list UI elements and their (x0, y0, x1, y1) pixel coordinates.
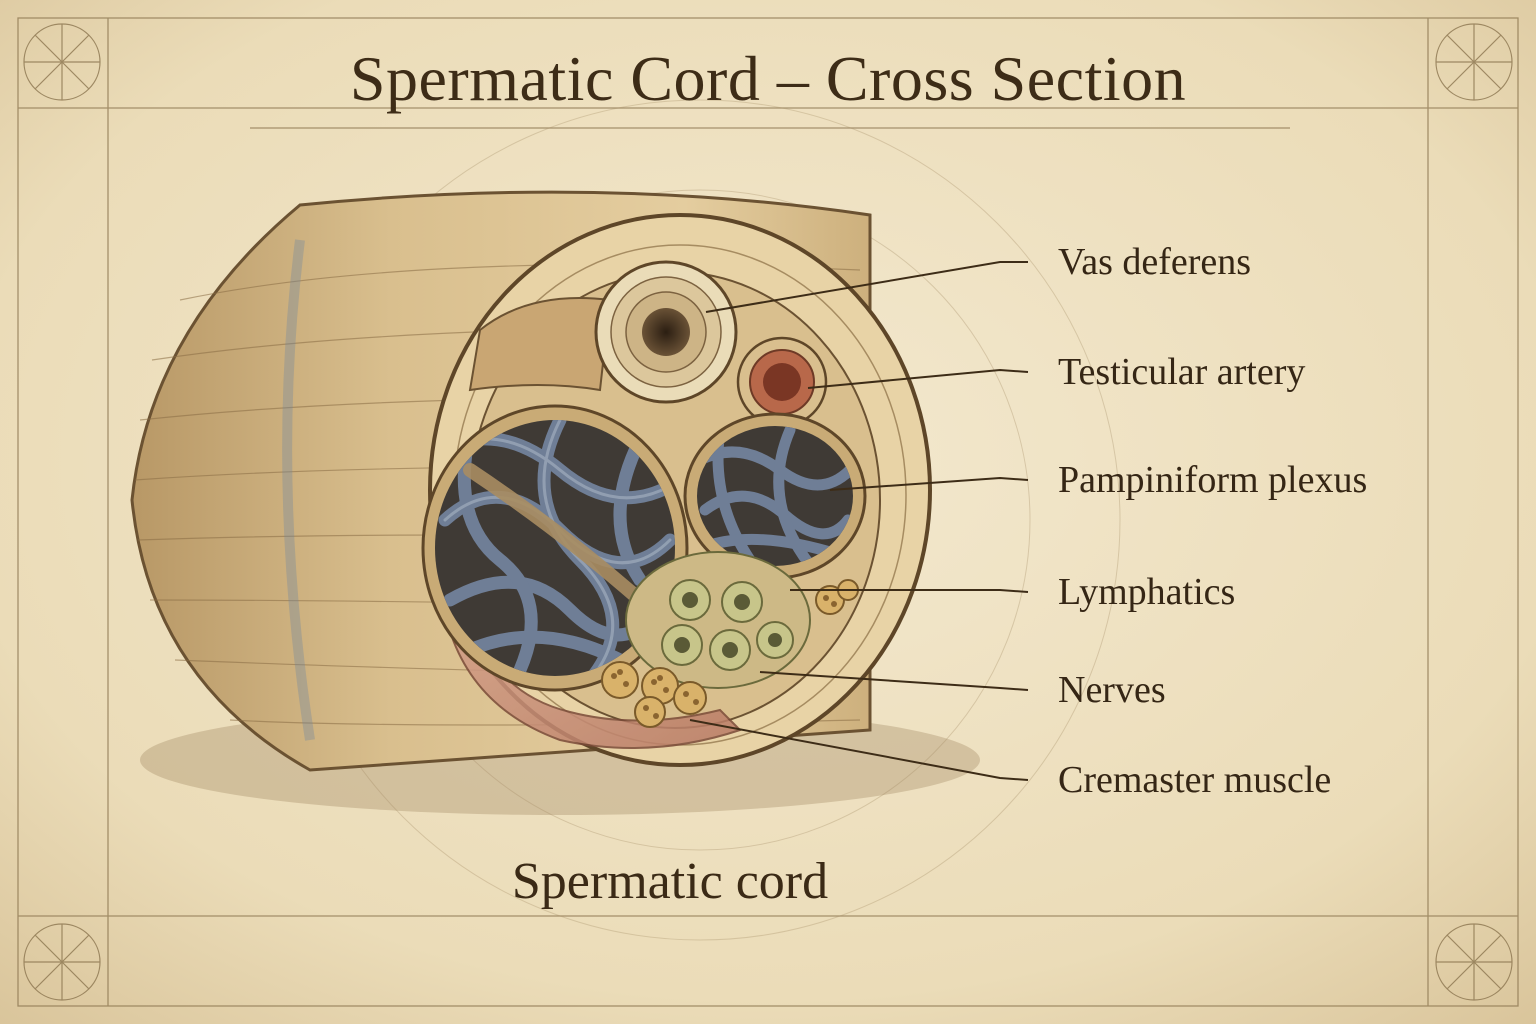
page-title: Spermatic Cord – Cross Section (349, 43, 1187, 114)
label-testicular-artery: Testicular artery (1058, 351, 1306, 393)
label-nerves: Nerves (1058, 669, 1166, 711)
nerve-bundles (601, 579, 859, 728)
label-vas-deferens: Vas deferens (1058, 241, 1252, 283)
vas-deferens-tube (594, 260, 738, 404)
fascia-lobe (468, 297, 612, 392)
leader-testicular-artery (807, 368, 1029, 389)
figure-caption: Spermatic cord (511, 853, 829, 910)
lymphatic-vessels (625, 551, 811, 689)
decorative-frame (17, 17, 1519, 1007)
leader-cremaster-muscle (689, 719, 1029, 781)
label-lymphatics: Lymphatics (1058, 571, 1236, 613)
leader-nerves (759, 671, 1029, 691)
label-pampiniform-plexus: Pampiniform plexus (1058, 459, 1368, 501)
leader-lymphatics (790, 589, 1029, 593)
corner-rosette-icon (23, 23, 1513, 1001)
leader-lines (689, 261, 1029, 781)
pampiniform-plexus-left (421, 404, 689, 692)
label-cremaster-muscle: Cremaster muscle (1058, 759, 1332, 801)
leader-pampiniform-plexus (829, 476, 1029, 491)
leader-vas-deferens (705, 261, 1028, 313)
